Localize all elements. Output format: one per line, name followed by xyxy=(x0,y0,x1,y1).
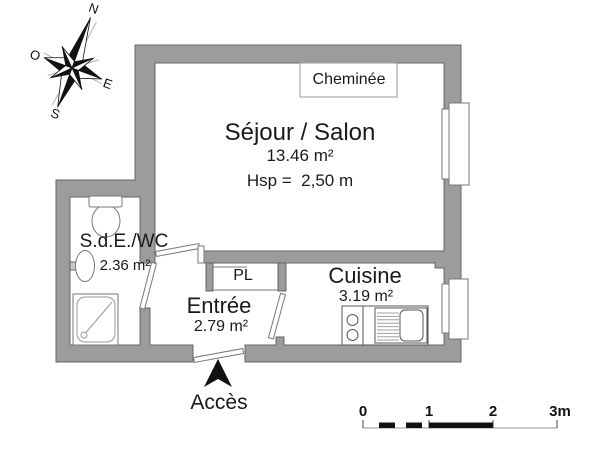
sink-basin xyxy=(399,309,424,342)
chimney-box xyxy=(299,62,398,98)
scale-label-1: 1 xyxy=(425,403,433,420)
pl-post-right xyxy=(277,262,287,292)
room-label-pl: PL xyxy=(233,267,253,284)
room-label-entree: Entrée xyxy=(186,293,252,318)
compass-east-label: E xyxy=(101,75,115,92)
room-area-sejour: 13.46 m² xyxy=(266,146,334,165)
compass-south-label: S xyxy=(49,105,63,122)
room-area-entree: 2.79 m² xyxy=(193,318,249,335)
burner xyxy=(346,314,359,326)
access-arrow xyxy=(204,359,232,387)
room-label-sejour: Séjour / Salon xyxy=(224,119,376,146)
scale-label-3m: 3m xyxy=(549,403,571,420)
scale-label-2: 2 xyxy=(489,403,497,420)
window-sejour xyxy=(441,102,470,186)
scale-label-0: 0 xyxy=(359,403,367,420)
washbasin xyxy=(69,250,95,282)
compass-rose: N O E S xyxy=(28,0,115,122)
compass-star xyxy=(43,17,103,108)
door-sde xyxy=(139,261,158,310)
access-label: Accès xyxy=(190,391,248,414)
chimney-label: Cheminée xyxy=(312,71,386,88)
door-entrance xyxy=(192,347,245,364)
room-label-cuisine: Cuisine xyxy=(328,263,402,288)
scale-bar: 0 1 2 3m xyxy=(359,403,571,429)
window-cuisine xyxy=(441,278,469,340)
kitchen-counter xyxy=(341,305,429,346)
burner xyxy=(346,329,359,341)
door-cuisine xyxy=(267,292,287,340)
room-label-sde: S.d.E./WC xyxy=(79,231,169,252)
drainboard xyxy=(377,312,399,341)
compass-north-label: N xyxy=(87,0,101,17)
door-jamb xyxy=(197,245,205,264)
ceiling-height-label: Hsp = 2,50 m xyxy=(246,171,354,190)
shower xyxy=(72,293,119,346)
room-area-sde: 2.36 m² xyxy=(99,257,151,274)
compass-west-label: O xyxy=(28,46,43,64)
toilet xyxy=(88,195,123,238)
pl-post-left xyxy=(205,262,214,292)
room-area-cuisine: 3.19 m² xyxy=(338,288,394,305)
